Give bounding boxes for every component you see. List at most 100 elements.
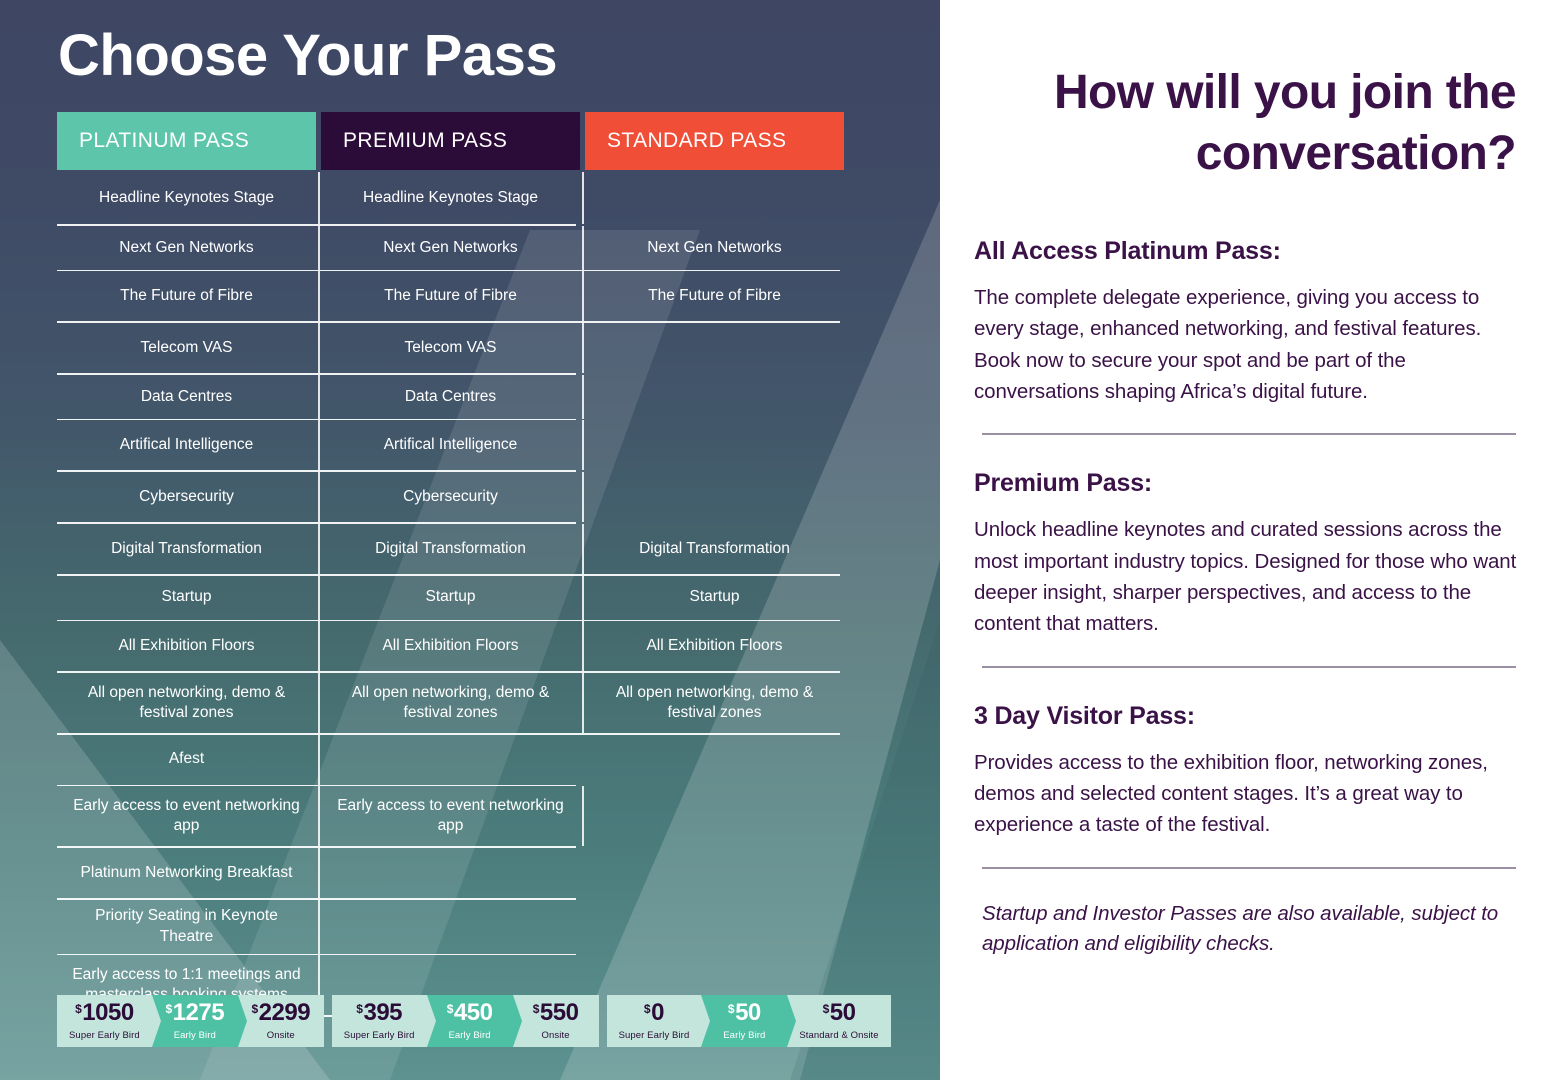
table-cell-premium: All open networking, demo & festival zon… <box>318 672 580 733</box>
table-row: Afest <box>57 734 840 785</box>
section-heading: 3 Day Visitor Pass: <box>974 701 1195 730</box>
currency-symbol: $ <box>727 1002 735 1016</box>
price-amount: $2299 <box>251 999 311 1026</box>
table-cell-standard <box>582 374 844 419</box>
price-amount: $395 <box>356 999 403 1026</box>
row-divider <box>57 522 576 524</box>
price-amount: $550 <box>532 999 579 1026</box>
section-heading: All Access Platinum Pass: <box>974 236 1281 265</box>
currency-symbol: $ <box>251 1002 258 1016</box>
column-header-premium[interactable]: PREMIUM PASS <box>321 112 580 170</box>
table-header-row: PLATINUM PASS PREMIUM PASS STANDARD PASS <box>57 112 844 170</box>
table-cell-premium: Headline Keynotes Stage <box>318 172 580 224</box>
table-cell-standard: Digital Transformation <box>582 523 844 574</box>
row-divider <box>57 573 840 576</box>
pass-descriptions: All Access Platinum Pass:The complete de… <box>974 237 1520 869</box>
table-cell-standard: Startup <box>582 575 844 620</box>
table-cell-platinum: The Future of Fibre <box>120 287 253 305</box>
pass-description-section: All Access Platinum Pass:The complete de… <box>974 236 1520 436</box>
table-cell-premium <box>318 899 580 954</box>
price-amount: $0 <box>643 999 665 1026</box>
table-cell-platinum: Priority Seating in Keynote Theatre <box>95 907 278 945</box>
row-divider <box>57 619 840 622</box>
section-body: Unlock headline keynotes and curated ses… <box>974 518 1517 636</box>
pass-description-section: 3 Day Visitor Pass:Provides access to th… <box>974 702 1520 869</box>
table-cell-platinum: Afest <box>168 750 205 768</box>
section-heading: Premium Pass: <box>974 469 1153 498</box>
background-decoration <box>790 620 940 1080</box>
table-cell-standard <box>582 472 844 523</box>
table-cell-platinum: Cybersecurity <box>139 488 234 506</box>
table-cell-standard: Next Gen Networks <box>582 225 844 270</box>
table-row: Cybersecurity Cybersecurity <box>57 472 840 523</box>
table-cell-premium <box>318 955 580 1016</box>
table-cell-platinum: Artifical Intelligence <box>119 436 254 454</box>
row-divider <box>57 321 840 324</box>
section-divider <box>982 665 1516 668</box>
table-cell-platinum: Data Centres <box>140 387 233 405</box>
row-divider <box>57 897 576 900</box>
price-tier-label: Onsite <box>541 1030 570 1041</box>
table-cell-standard <box>582 323 844 374</box>
table-cell-premium: Data Centres <box>318 374 580 419</box>
table-row: Early access to event networking app Earl… <box>57 786 840 847</box>
price-amount: $50 <box>727 999 761 1026</box>
table-cell-platinum: Next Gen Networks <box>119 238 254 256</box>
table-cell-premium: Early access to event networking app <box>318 786 580 847</box>
section-divider <box>982 433 1516 436</box>
price-tier-label: Early Bird <box>173 1030 216 1041</box>
price-tier-label: Onsite <box>266 1030 295 1041</box>
table-cell-platinum: All open networking, demo & festival zon… <box>87 683 286 721</box>
table-cell-premium: Next Gen Networks <box>318 225 580 270</box>
table-cell-premium <box>318 847 580 898</box>
price-tier-label: Super Early Bird <box>618 1030 690 1041</box>
table-cell-platinum: Early access to event networking app <box>73 797 300 835</box>
row-divider <box>57 846 576 848</box>
section-divider <box>982 866 1516 869</box>
right-panel: How will you join the conversation? All … <box>940 0 1550 1080</box>
table-cell-premium: Cybersecurity <box>318 472 580 523</box>
currency-symbol: $ <box>165 1002 172 1016</box>
column-header-standard[interactable]: STANDARD PASS <box>585 112 844 170</box>
table-cell-standard <box>585 848 844 898</box>
right-panel-heading: How will you join the conversation? <box>1053 66 1517 181</box>
price-amount: $1275 <box>165 999 225 1026</box>
table-row: Platinum Networking Breakfast <box>57 847 840 898</box>
price-tier-label: Super Early Bird <box>343 1030 415 1041</box>
table-cell-standard: The Future of Fibre <box>582 271 844 322</box>
table-cell-standard <box>585 735 844 785</box>
currency-symbol: $ <box>446 1002 454 1016</box>
price-amount: $450 <box>446 999 493 1026</box>
price-tier-label: Early Bird <box>448 1030 491 1041</box>
currency-symbol: $ <box>356 1002 363 1016</box>
price-tier-label: Standard & Onsite <box>799 1030 879 1041</box>
column-header-platinum[interactable]: PLATINUM PASS <box>57 112 316 170</box>
currency-symbol: $ <box>532 1002 540 1016</box>
price-amount: $50 <box>822 999 856 1026</box>
table-row: All open networking, demo & festival zon… <box>57 672 840 733</box>
table-cell-premium <box>318 734 580 785</box>
currency-symbol: $ <box>643 1002 651 1016</box>
table-cell-platinum: Platinum Networking Breakfast <box>80 863 293 881</box>
row-divider <box>57 269 840 272</box>
table-cell-platinum: Startup <box>161 588 212 606</box>
table-cell-platinum: All Exhibition Floors <box>118 637 255 655</box>
